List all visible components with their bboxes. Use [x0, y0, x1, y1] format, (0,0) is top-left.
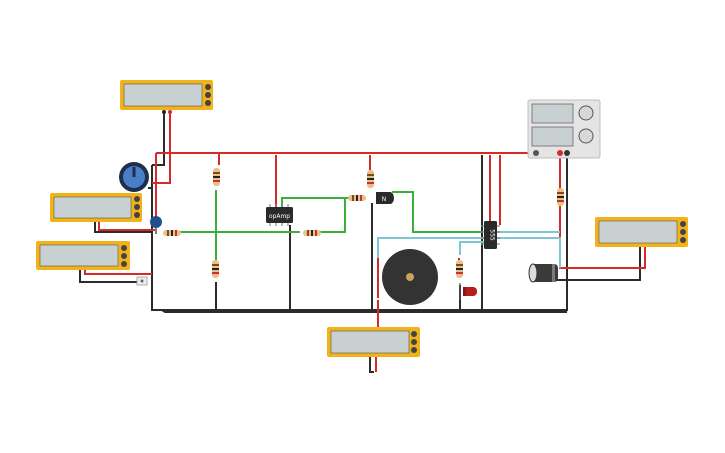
switch[interactable]: [136, 276, 148, 286]
multimeter-bottom[interactable]: [327, 327, 420, 357]
led[interactable]: [459, 283, 477, 300]
voltage-knob-icon[interactable]: [578, 105, 594, 121]
current-knob-icon[interactable]: [578, 128, 594, 144]
buzzer[interactable]: [382, 249, 438, 305]
resistor-r5[interactable]: [348, 195, 366, 201]
potentiometer[interactable]: [119, 162, 149, 192]
timer-555-chip[interactable]: 555: [481, 221, 500, 249]
resistor-r6[interactable]: [367, 170, 374, 188]
resistor-r3[interactable]: [163, 230, 181, 236]
resistor-r7[interactable]: [456, 260, 463, 278]
resistor-r4[interactable]: [303, 230, 321, 236]
multimeter-left-lower[interactable]: [36, 241, 130, 270]
multimeter-top[interactable]: [120, 80, 213, 114]
ceramic-capacitor[interactable]: [150, 216, 162, 234]
resistor-r8[interactable]: [557, 188, 564, 206]
timer-wires: [377, 231, 561, 268]
multimeter-left-upper[interactable]: [50, 193, 142, 222]
dial-icon: [205, 84, 211, 90]
power-wires: [84, 112, 646, 372]
multimeter-right[interactable]: [595, 217, 688, 247]
opamp-label: opAmp: [269, 213, 290, 220]
electrolytic-capacitor[interactable]: [528, 263, 558, 283]
power-supply[interactable]: [527, 99, 601, 159]
timer-label: 555: [489, 229, 496, 241]
resistor-r1[interactable]: [213, 168, 220, 186]
opamp-chip[interactable]: opAmp: [266, 204, 293, 226]
signal-wires: [172, 190, 482, 260]
transistor-label: N: [382, 196, 387, 203]
resistor-r2[interactable]: [212, 260, 219, 278]
transistor[interactable]: N: [376, 192, 394, 204]
